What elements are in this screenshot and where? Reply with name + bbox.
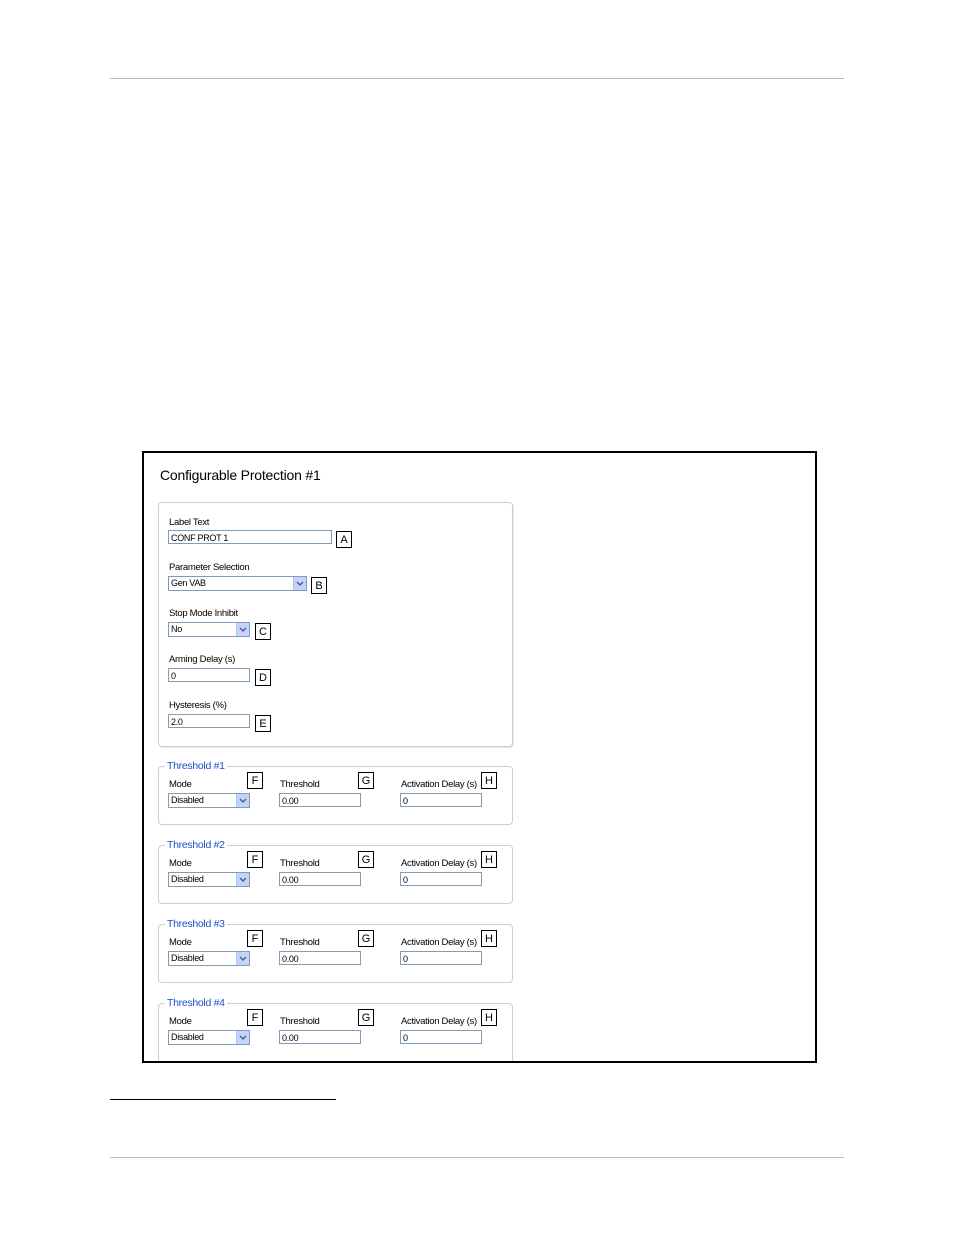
callout-g: G (358, 772, 374, 789)
mode-label: Mode (169, 779, 192, 790)
label-text-label: Label Text (169, 517, 210, 528)
arming-delay-label: Arming Delay (s) (169, 654, 235, 665)
mode-value: Disabled (171, 874, 204, 884)
stop-mode-inhibit-dropdown[interactable]: No (168, 622, 250, 637)
threshold-label: Threshold (280, 937, 320, 948)
threshold-group-4: Threshold #4 Mode Disabled F Threshold 0… (158, 997, 513, 1061)
activation-delay-label: Activation Delay (s) (401, 779, 477, 790)
threshold-legend: Threshold #3 (165, 918, 227, 930)
callout-h: H (481, 851, 497, 868)
mode-value: Disabled (171, 795, 204, 805)
callout-g: G (358, 930, 374, 947)
threshold-legend: Threshold #1 (165, 760, 227, 772)
chevron-down-icon[interactable] (293, 577, 306, 590)
stop-mode-inhibit-value: No (171, 624, 182, 634)
callout-g: G (358, 1009, 374, 1026)
chevron-down-icon[interactable] (236, 794, 249, 807)
threshold-label: Threshold (280, 1016, 320, 1027)
mode-dropdown[interactable]: Disabled (168, 951, 250, 966)
callout-b: B (311, 577, 327, 594)
callout-f: F (247, 1009, 263, 1026)
page-title: Configurable Protection #1 (160, 467, 321, 483)
activation-delay-input[interactable]: 0 (400, 872, 482, 886)
callout-f: F (247, 930, 263, 947)
activation-delay-label: Activation Delay (s) (401, 1016, 477, 1027)
threshold-input[interactable]: 0.00 (279, 793, 361, 807)
threshold-input[interactable]: 0.00 (279, 872, 361, 886)
callout-c: C (255, 623, 271, 640)
footnote-rule (110, 1099, 336, 1100)
chevron-down-icon[interactable] (236, 623, 249, 636)
activation-delay-input[interactable]: 0 (400, 793, 482, 807)
arming-delay-input[interactable]: 0 (168, 668, 250, 682)
callout-h: H (481, 772, 497, 789)
settings-panel: Label Text CONF PROT 1 A Parameter Selec… (158, 502, 513, 747)
header-rule (110, 78, 844, 79)
mode-value: Disabled (171, 1032, 204, 1042)
mode-dropdown[interactable]: Disabled (168, 1030, 250, 1045)
hysteresis-input[interactable]: 2.0 (168, 714, 250, 728)
label-text-input[interactable]: CONF PROT 1 (168, 530, 332, 544)
callout-f: F (247, 772, 263, 789)
callout-h: H (481, 930, 497, 947)
callout-f: F (247, 851, 263, 868)
callout-a: A (336, 531, 352, 548)
activation-delay-input[interactable]: 0 (400, 951, 482, 965)
threshold-input[interactable]: 0.00 (279, 951, 361, 965)
parameter-selection-dropdown[interactable]: Gen VAB (168, 576, 307, 591)
activation-delay-input[interactable]: 0 (400, 1030, 482, 1044)
threshold-group-2: Threshold #2 Mode Disabled F Threshold 0… (158, 839, 513, 904)
threshold-input[interactable]: 0.00 (279, 1030, 361, 1044)
callout-h: H (481, 1009, 497, 1026)
hysteresis-label: Hysteresis (%) (169, 700, 227, 711)
callout-d: D (255, 669, 271, 686)
threshold-label: Threshold (280, 858, 320, 869)
mode-value: Disabled (171, 953, 204, 963)
threshold-label: Threshold (280, 779, 320, 790)
mode-label: Mode (169, 1016, 192, 1027)
mode-dropdown[interactable]: Disabled (168, 872, 250, 887)
threshold-group-3: Threshold #3 Mode Disabled F Threshold 0… (158, 918, 513, 983)
mode-label: Mode (169, 937, 192, 948)
parameter-selection-label: Parameter Selection (169, 562, 250, 573)
configurable-protection-figure: Configurable Protection #1 Label Text CO… (142, 451, 817, 1063)
threshold-legend: Threshold #4 (165, 997, 227, 1009)
chevron-down-icon[interactable] (236, 873, 249, 886)
mode-label: Mode (169, 858, 192, 869)
callout-g: G (358, 851, 374, 868)
activation-delay-label: Activation Delay (s) (401, 858, 477, 869)
mode-dropdown[interactable]: Disabled (168, 793, 250, 808)
chevron-down-icon[interactable] (236, 952, 249, 965)
stop-mode-inhibit-label: Stop Mode Inhibit (169, 608, 238, 619)
threshold-group-1: Threshold #1 Mode Disabled F Threshold 0… (158, 760, 513, 825)
activation-delay-label: Activation Delay (s) (401, 937, 477, 948)
parameter-selection-value: Gen VAB (171, 578, 206, 588)
chevron-down-icon[interactable] (236, 1031, 249, 1044)
threshold-legend: Threshold #2 (165, 839, 227, 851)
callout-e: E (255, 715, 271, 732)
footer-rule (110, 1157, 844, 1158)
